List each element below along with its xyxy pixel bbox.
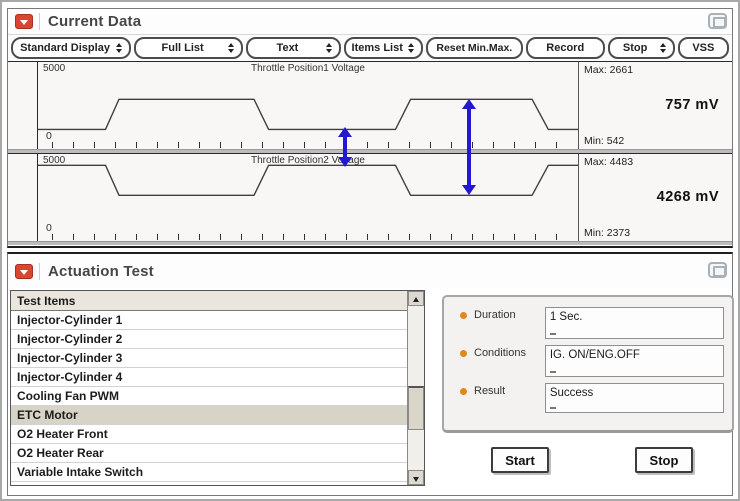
chart2-max-label: Max: 4483 — [584, 156, 634, 168]
test-item-row[interactable]: O2 Heater Front — [11, 425, 407, 444]
test-item-row[interactable]: O2 Heater Rear — [11, 444, 407, 463]
stop-button[interactable]: Stop — [635, 447, 693, 473]
dropdown-arrows-icon — [407, 43, 414, 53]
test-item-row[interactable]: Cooling Fan PWM — [11, 387, 407, 406]
dropdown-arrows-icon — [659, 43, 666, 53]
current-data-header: Current Data — [8, 9, 732, 34]
test-item-row[interactable]: Injector-Cylinder 4 — [11, 368, 407, 387]
test-item-row[interactable]: Injector-Cylinder 1 — [11, 311, 407, 330]
bullet-icon — [460, 388, 467, 395]
header-divider — [39, 262, 40, 280]
chart2-plot-area: 5000 Throttle Position2 Voltage 0 — [38, 154, 578, 241]
dropdown-arrows-icon — [325, 43, 332, 53]
test-item-row[interactable]: ETC Motor — [11, 406, 407, 425]
start-button[interactable]: Start — [491, 447, 549, 473]
chart1-plot-area: 5000 Throttle Position1 Voltage 0 — [38, 62, 578, 149]
scroll-down-icon[interactable] — [408, 470, 424, 485]
toolbar-button-vss[interactable]: VSS — [677, 37, 729, 59]
chart2-title: Throttle Position2 Voltage — [251, 155, 365, 166]
result-row: Result Success — [454, 383, 724, 413]
conditions-field[interactable]: IG. ON/ENG.OFF — [544, 345, 724, 377]
actuation-test-panel: Actuation Test Test Items Injector-Cylin… — [7, 252, 736, 496]
chart1-yzero-tick: 0 — [46, 130, 52, 142]
waveform-charts-area: 5000 Throttle Position1 Voltage 0 Max: 2… — [8, 61, 732, 245]
chart1-min-label: Min: 542 — [584, 135, 625, 147]
chart2-min-label: Min: 2373 — [584, 227, 631, 239]
toolbar-button-standard-display[interactable]: Standard Display — [11, 37, 131, 59]
toolbar-button-record[interactable]: Record — [525, 37, 605, 59]
chart1-readout: Max: 2661 757 mV Min: 542 — [578, 62, 732, 149]
restore-window-icon[interactable] — [708, 262, 727, 278]
collapse-chevron-icon[interactable] — [15, 14, 33, 29]
chart2-readout: Max: 4483 4268 mV Min: 2373 — [578, 154, 732, 241]
action-buttons-row: Start Stop — [448, 447, 736, 473]
panel-title: Actuation Test — [48, 262, 154, 280]
toolbar-button-text[interactable]: Text — [246, 37, 341, 59]
duration-row: Duration 1 Sec. — [454, 307, 724, 339]
test-item-row[interactable]: Variable Intake Switch — [11, 463, 407, 482]
scrollbar-thumb[interactable] — [408, 386, 424, 430]
duration-field[interactable]: 1 Sec. — [544, 307, 724, 339]
conditions-row: Conditions IG. ON/ENG.OFF — [454, 345, 724, 377]
chart-left-gutter — [8, 62, 38, 149]
test-item-row[interactable]: Injector-Cylinder 3 — [11, 349, 407, 368]
toolbar-button-stop[interactable]: Stop — [607, 37, 675, 59]
toolbar-button-items-list[interactable]: Items List — [343, 37, 423, 59]
test-item-row[interactable]: Injector-Cylinder 2 — [11, 330, 407, 349]
chart-throttle-position2: 5000 Throttle Position2 Voltage 0 Max: 4… — [8, 153, 732, 241]
chart1-x-ticks — [52, 142, 574, 148]
panel-title: Current Data — [48, 13, 142, 30]
chart2-x-ticks — [52, 234, 574, 240]
conditions-label: Conditions — [474, 347, 526, 359]
chart1-max-label: Max: 2661 — [584, 64, 634, 76]
scroll-up-icon[interactable] — [408, 291, 424, 306]
toolbar-button-reset-min-max[interactable]: Reset Min.Max. — [425, 37, 523, 59]
test-details-box: Duration 1 Sec. Conditions IG. ON/ENG.OF… — [442, 295, 734, 433]
chart2-current-value: 4268 mV — [656, 189, 719, 205]
result-field[interactable]: Success — [544, 383, 724, 413]
list-header: Test Items — [11, 291, 407, 311]
list-scrollbar[interactable] — [407, 291, 424, 485]
chart1-title: Throttle Position1 Voltage — [251, 63, 365, 74]
bullet-icon — [460, 350, 467, 357]
result-label: Result — [474, 385, 506, 397]
chart1-current-value: 757 mV — [665, 97, 719, 113]
chart-divider — [8, 149, 732, 153]
chart2-yzero-tick: 0 — [46, 222, 52, 234]
bullet-icon — [460, 312, 467, 319]
chart2-ymax-tick: 5000 — [43, 155, 66, 166]
chart1-ymax-tick: 5000 — [43, 63, 66, 74]
actuation-test-header: Actuation Test — [8, 254, 732, 288]
chart-bottom-strip — [8, 241, 732, 245]
chart2-waveform — [38, 154, 578, 241]
header-divider — [39, 13, 40, 30]
collapse-chevron-icon[interactable] — [15, 263, 33, 279]
dropdown-arrows-icon — [228, 43, 235, 53]
duration-label: Duration — [474, 309, 516, 321]
dropdown-arrows-icon — [116, 43, 122, 53]
chart-throttle-position1: 5000 Throttle Position1 Voltage 0 Max: 2… — [8, 61, 732, 149]
toolbar-button-full-list[interactable]: Full List — [134, 37, 244, 59]
chart1-waveform — [38, 62, 578, 149]
chart-left-gutter — [8, 154, 38, 241]
restore-window-icon[interactable] — [708, 13, 727, 29]
